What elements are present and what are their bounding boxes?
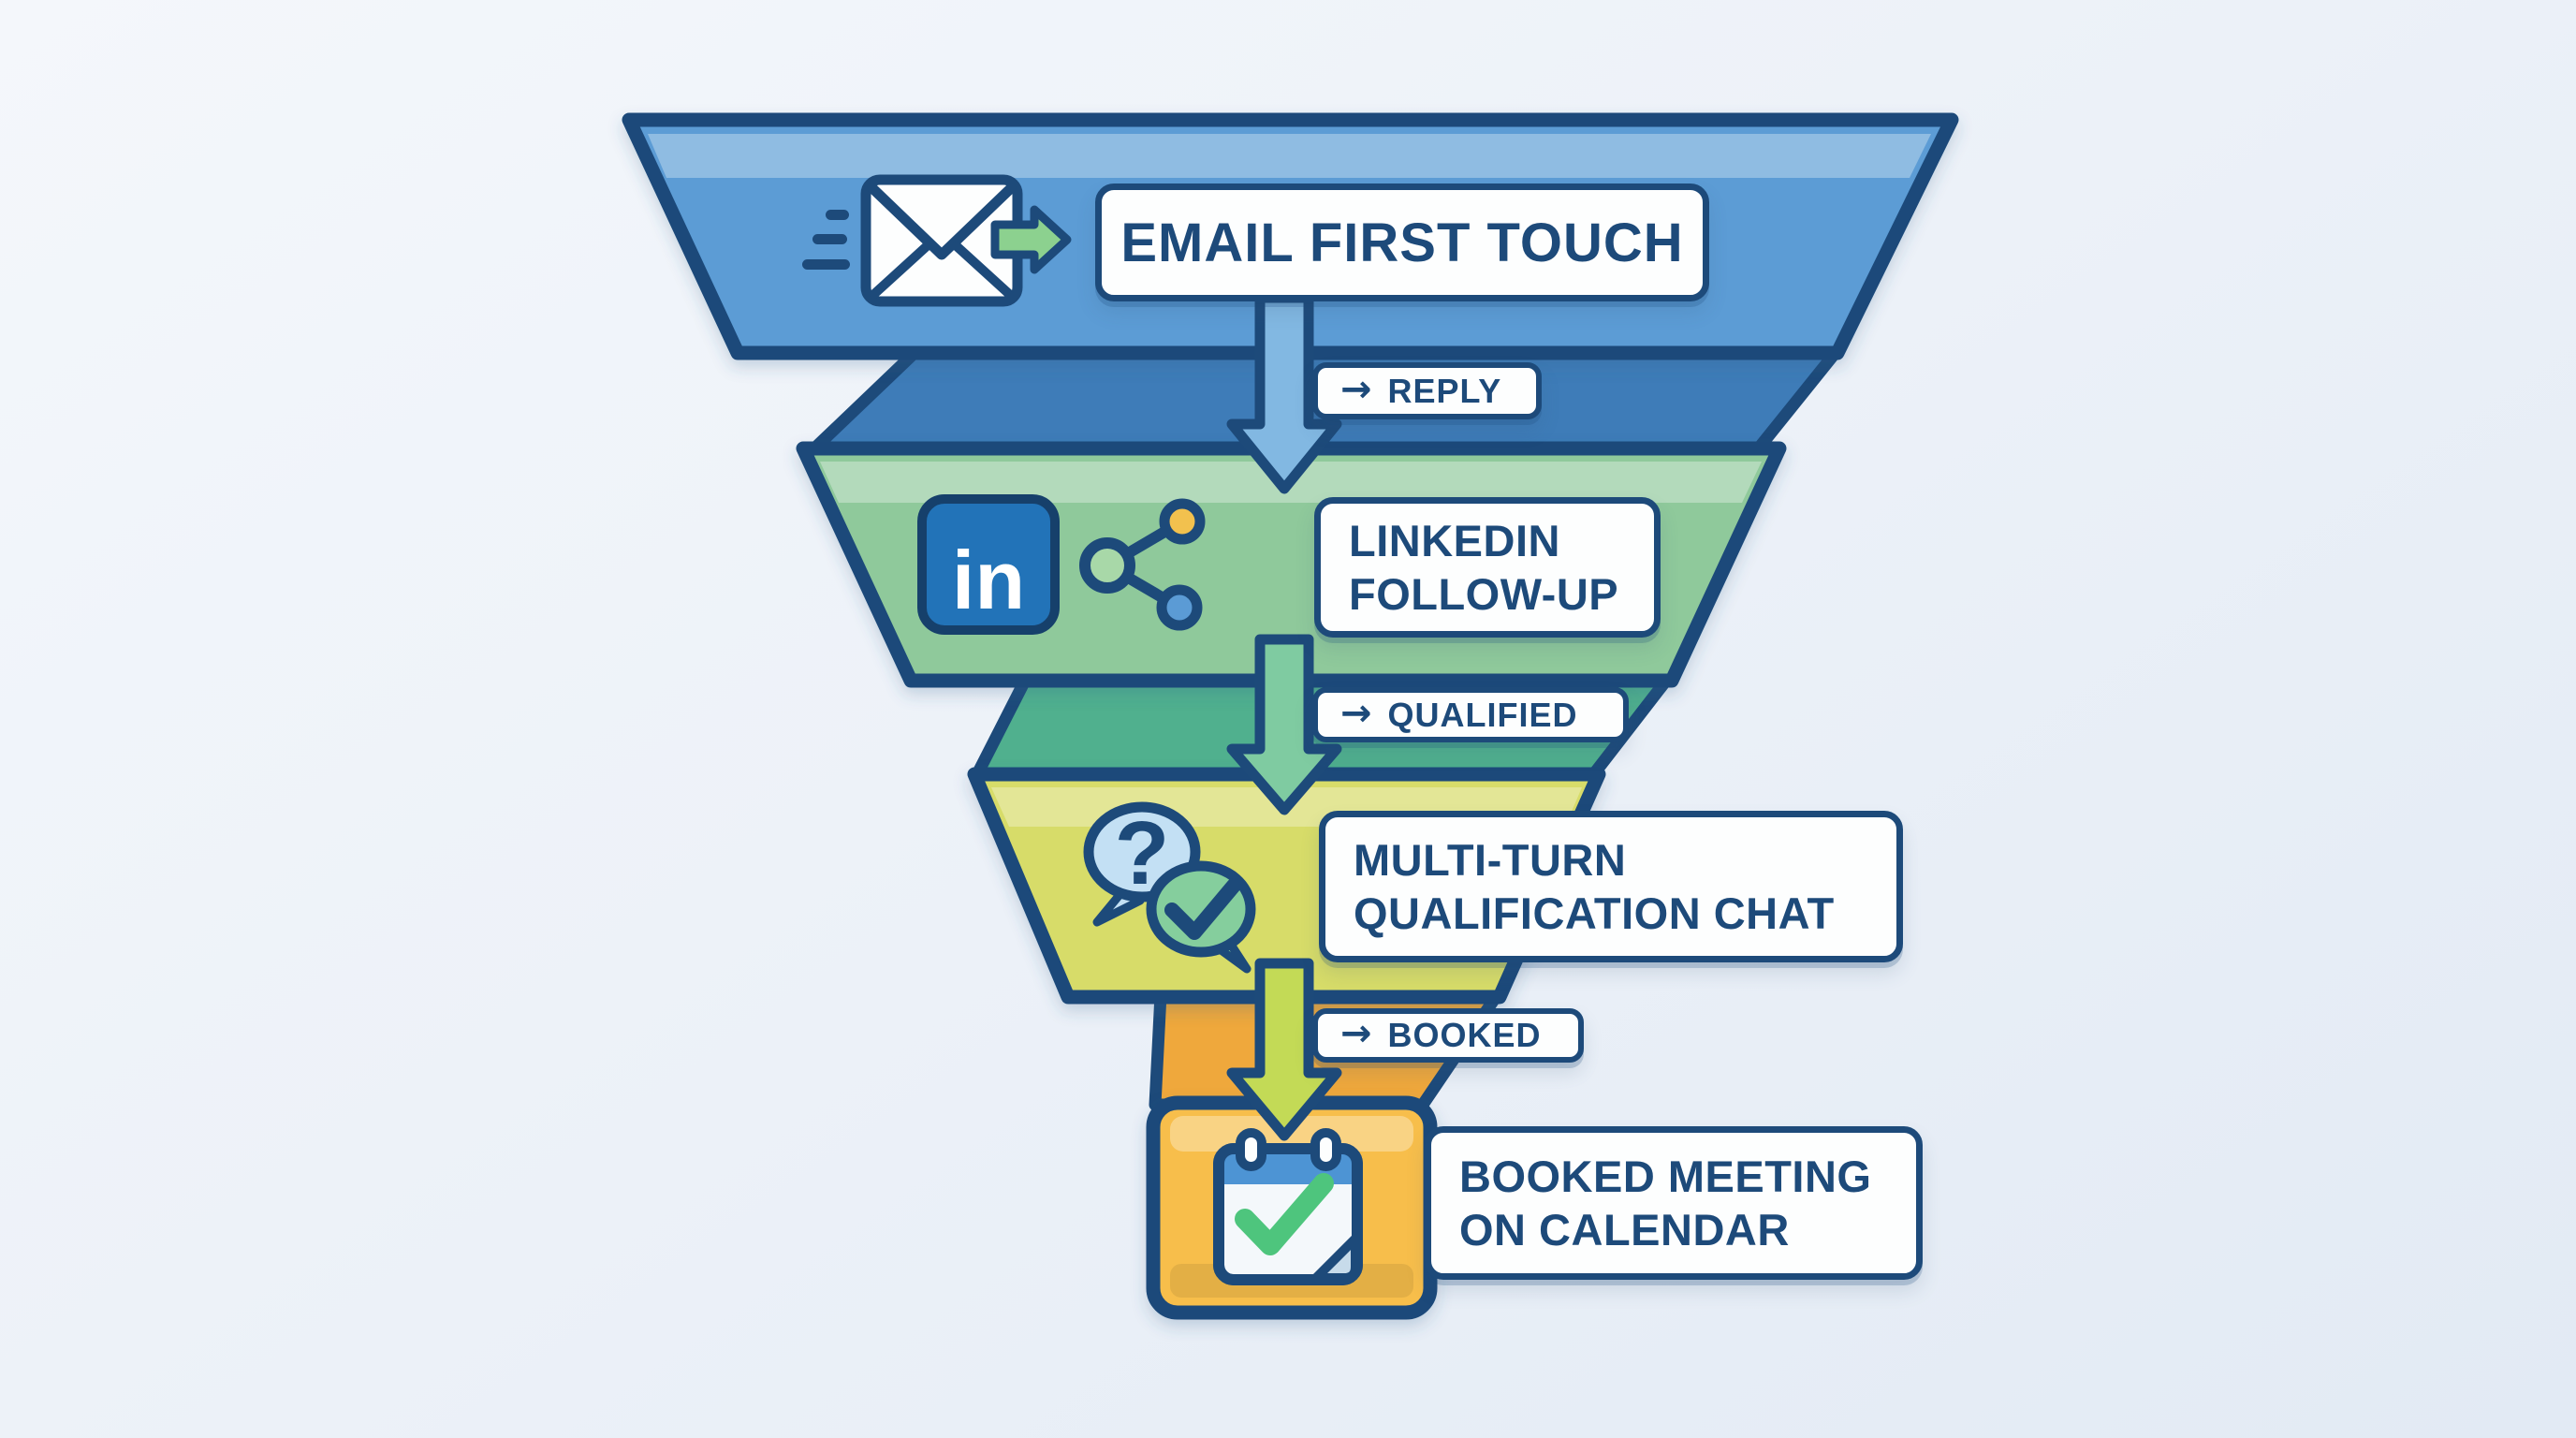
chat-question-bubble-icon: ? [1083, 801, 1201, 927]
stage-email-label-text: EMAIL FIRST TOUCH [1120, 212, 1684, 273]
chat-check-bubble-icon [1146, 860, 1256, 974]
stage-linkedin-label: LINKEDIN FOLLOW-UP [1314, 497, 1661, 638]
stage-linkedin-line1: LINKEDIN [1349, 515, 1560, 565]
arrow-right-icon: → [1340, 367, 1373, 411]
stage-email-label: EMAIL FIRST TOUCH [1095, 183, 1709, 301]
check-glyph [1164, 878, 1241, 940]
stage-booked-line1: BOOKED MEETING [1459, 1151, 1872, 1201]
envelope-fold-left [870, 242, 931, 299]
calendar-pin-left [1236, 1128, 1266, 1171]
envelope-flap [867, 183, 1017, 260]
arrow-down-chat-icon [1226, 958, 1342, 1141]
calendar-check-glyph [1235, 1173, 1334, 1255]
linkedin-in-glyph: in [952, 534, 1025, 626]
stage-chat-label: MULTI-TURN QUALIFICATION CHAT [1319, 811, 1903, 962]
share-node-center [1079, 537, 1135, 594]
stage-chat-line1: MULTI-TURN [1354, 834, 1627, 885]
arrow-right-icon: → [1340, 1012, 1373, 1055]
share-network-icon [1079, 498, 1206, 631]
stage-linkedin-line2: FOLLOW-UP [1349, 569, 1619, 619]
calendar-check-icon [1213, 1128, 1363, 1285]
calendar-pin-right [1310, 1128, 1341, 1171]
send-arrow-icon [990, 205, 1072, 274]
arrow-right-icon: → [1340, 691, 1373, 735]
calendar-fold-corner [1311, 1234, 1360, 1283]
speed-lines-icon [802, 210, 850, 270]
stage-chat-line2: QUALIFICATION CHAT [1354, 888, 1835, 938]
transition-booked-text: BOOKED [1387, 1016, 1542, 1054]
share-node-top [1159, 498, 1206, 545]
arrow-down-linkedin-icon [1226, 634, 1342, 815]
stage-booked-label: BOOKED MEETING ON CALENDAR [1425, 1126, 1923, 1280]
stage-email-highlight [648, 134, 1931, 178]
arrow-down-email-icon [1226, 292, 1342, 494]
calendar-body-outline [1213, 1143, 1363, 1285]
transition-booked-label: → BOOKED [1312, 1008, 1584, 1063]
stage-booked-line2: ON CALENDAR [1459, 1205, 1790, 1255]
share-node-bottom [1156, 584, 1203, 631]
transition-qualified-label: → QUALIFIED [1312, 687, 1629, 742]
envelope-fold-right [952, 242, 1014, 299]
chat-bubbles-icon: ? [1083, 801, 1256, 974]
email-send-icon [802, 174, 1072, 307]
linkedin-icon: in [917, 494, 1060, 635]
transition-reply-text: REPLY [1387, 371, 1502, 410]
transition-qualified-text: QUALIFIED [1387, 695, 1578, 734]
flow-arrows [1226, 292, 1342, 1141]
transition-reply-label: → REPLY [1312, 362, 1542, 419]
